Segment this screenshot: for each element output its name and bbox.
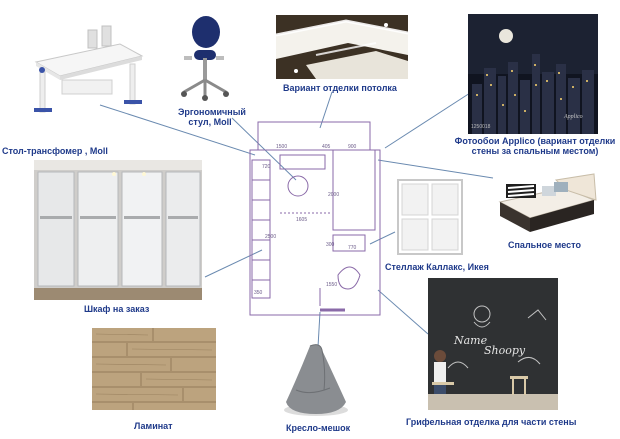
plan-desk <box>279 154 326 170</box>
caption-shelf: Стеллаж Каллакс, Икея <box>385 262 489 272</box>
plan-dim-300: 300 <box>326 242 335 248</box>
chalk-image: Name Shoopy <box>428 278 558 410</box>
chalk-word-shoopy: Shoopy <box>484 344 526 357</box>
plan-wardrobe <box>251 159 271 299</box>
caption-wallpaper-line2: стены за спальным местом) <box>471 146 599 156</box>
plan-dim-1500: 1500 <box>276 144 287 150</box>
beanbag-image <box>280 340 352 418</box>
plan-dim-350: 350 <box>254 290 263 296</box>
caption-wardrobe: Шкаф на заказ <box>84 304 150 314</box>
caption-chalk: Грифельная отделка для части стены <box>406 417 577 427</box>
pointer-shelf <box>369 231 396 245</box>
wallpaper-image: 1250018 Applico <box>468 14 598 134</box>
plan-dim-900: 900 <box>348 144 357 150</box>
plan-dim-1605: 1605 <box>296 217 307 223</box>
pointer-bed <box>377 159 494 179</box>
caption-laminate: Ламинат <box>134 421 173 431</box>
caption-bed: Спальное место <box>508 240 581 250</box>
desk-image <box>22 14 154 124</box>
plan-dim-405: 405 <box>322 144 331 150</box>
ceiling-image <box>276 15 408 79</box>
pointer-desk <box>99 104 256 156</box>
caption-chair-line1: Эргономичный <box>178 107 246 117</box>
caption-desk: Стол-трансфомер , Moll <box>2 146 108 156</box>
bed-image <box>494 162 598 236</box>
chalk-word-name: Name <box>454 334 488 347</box>
pointer-beanbag <box>317 311 321 348</box>
plan-dim-720: 720 <box>262 164 271 170</box>
shelf-image <box>396 178 464 256</box>
plan-dim-770: 770 <box>348 245 357 251</box>
wallpaper-mark-code: 1250018 <box>471 124 491 130</box>
plan-bed <box>332 149 376 231</box>
plan-dim-1550: 1550 <box>326 282 337 288</box>
caption-chair: Эргономичный стул, Moll <box>178 107 246 127</box>
caption-chair-line2: стул, Moll <box>188 117 232 127</box>
caption-beanbag: Кресло-мешок <box>286 423 351 433</box>
plan-shelf <box>332 234 366 252</box>
plan-upper-outline <box>257 121 371 151</box>
wallpaper-mark-brand: Applico <box>564 114 583 120</box>
caption-ceiling: Вариант отделки потолка <box>283 83 397 93</box>
pointer-wallpaper <box>384 92 471 149</box>
laminate-image <box>92 328 216 410</box>
plan-dim-2000: 2000 <box>328 192 339 198</box>
wardrobe-image <box>34 160 202 300</box>
pointer-chair <box>231 117 297 181</box>
caption-wallpaper-line1: Фотообои Applico (вариант отделки <box>454 136 616 146</box>
plan-chair <box>287 175 309 197</box>
pointer-chalk <box>377 289 429 335</box>
plan-beanbag <box>337 266 361 290</box>
caption-wallpaper: Фотообои Applico (вариант отделки стены … <box>450 136 620 156</box>
chair-image <box>174 12 232 104</box>
plan-dim-2500: 2500 <box>265 234 276 240</box>
